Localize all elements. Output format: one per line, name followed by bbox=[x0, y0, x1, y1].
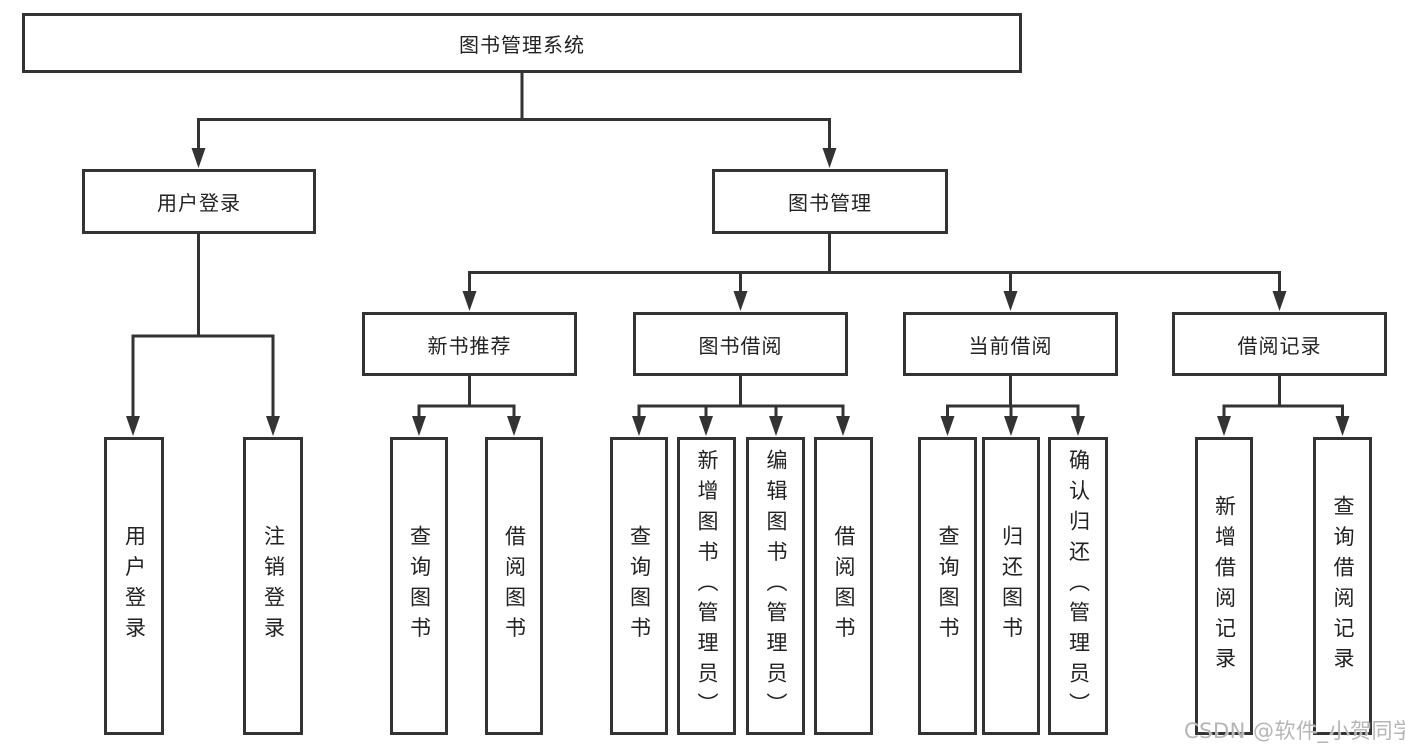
connector bbox=[417, 376, 516, 421]
arrowhead bbox=[1217, 416, 1231, 436]
leaf-query-books-borrow: 查询图书 bbox=[610, 437, 668, 735]
node-book-borrow: 图书借阅 bbox=[633, 312, 848, 376]
arrowhead bbox=[836, 416, 850, 436]
leaf-logout: 注销登录 bbox=[243, 437, 303, 735]
node-current-borrow: 当前借阅 bbox=[903, 312, 1118, 376]
leaf-query-books-current: 查询图书 bbox=[918, 437, 977, 735]
arrowhead bbox=[1004, 416, 1018, 436]
arrowhead bbox=[733, 291, 748, 311]
node-new-book-recommend: 新书推荐 bbox=[362, 312, 577, 376]
arrowhead bbox=[462, 291, 477, 311]
arrowhead bbox=[191, 148, 206, 168]
connector bbox=[946, 376, 1080, 421]
arrowhead bbox=[126, 416, 140, 436]
connector bbox=[1222, 376, 1344, 421]
node-borrow-records: 借阅记录 bbox=[1172, 312, 1387, 376]
arrowhead bbox=[1003, 291, 1018, 311]
arrowhead bbox=[266, 416, 280, 436]
node-root-library-system: 图书管理系统 bbox=[22, 13, 1022, 73]
arrowhead bbox=[1335, 416, 1350, 436]
arrowheads bbox=[126, 148, 1350, 436]
leaf-add-borrow-record: 新增借阅记录 bbox=[1195, 437, 1253, 735]
leaf-confirm-return-admin: 确认归还（管理员） bbox=[1048, 437, 1108, 735]
leaf-query-borrow-record: 查询借阅记录 bbox=[1313, 437, 1372, 735]
node-book-management: 图书管理 bbox=[712, 169, 948, 234]
leaf-return-books: 归还图书 bbox=[982, 437, 1040, 735]
node-user-login: 用户登录 bbox=[82, 169, 316, 234]
arrowhead bbox=[632, 416, 646, 436]
arrowhead bbox=[1071, 416, 1085, 436]
arrowhead bbox=[769, 416, 783, 436]
leaf-query-books-recommend: 查询图书 bbox=[390, 437, 448, 735]
leaf-user-login: 用户登录 bbox=[104, 437, 164, 735]
arrowhead bbox=[1272, 291, 1287, 311]
arrowhead bbox=[507, 416, 521, 436]
connector bbox=[637, 376, 845, 421]
leaf-borrow-books: 借阅图书 bbox=[814, 437, 873, 735]
arrowhead bbox=[699, 416, 713, 436]
connector bbox=[131, 234, 275, 421]
leaf-edit-books-admin: 编辑图书（管理员） bbox=[746, 437, 805, 735]
arrowhead bbox=[412, 416, 426, 436]
connector bbox=[197, 73, 831, 153]
csdn-watermark: CSDN @软件_小贺同学 bbox=[1184, 719, 1405, 743]
connector bbox=[468, 234, 1281, 296]
arrowhead bbox=[822, 148, 837, 168]
leaf-add-books-admin: 新增图书（管理员） bbox=[677, 437, 736, 735]
arrowhead bbox=[940, 416, 955, 436]
leaf-borrow-books-recommend: 借阅图书 bbox=[485, 437, 543, 735]
